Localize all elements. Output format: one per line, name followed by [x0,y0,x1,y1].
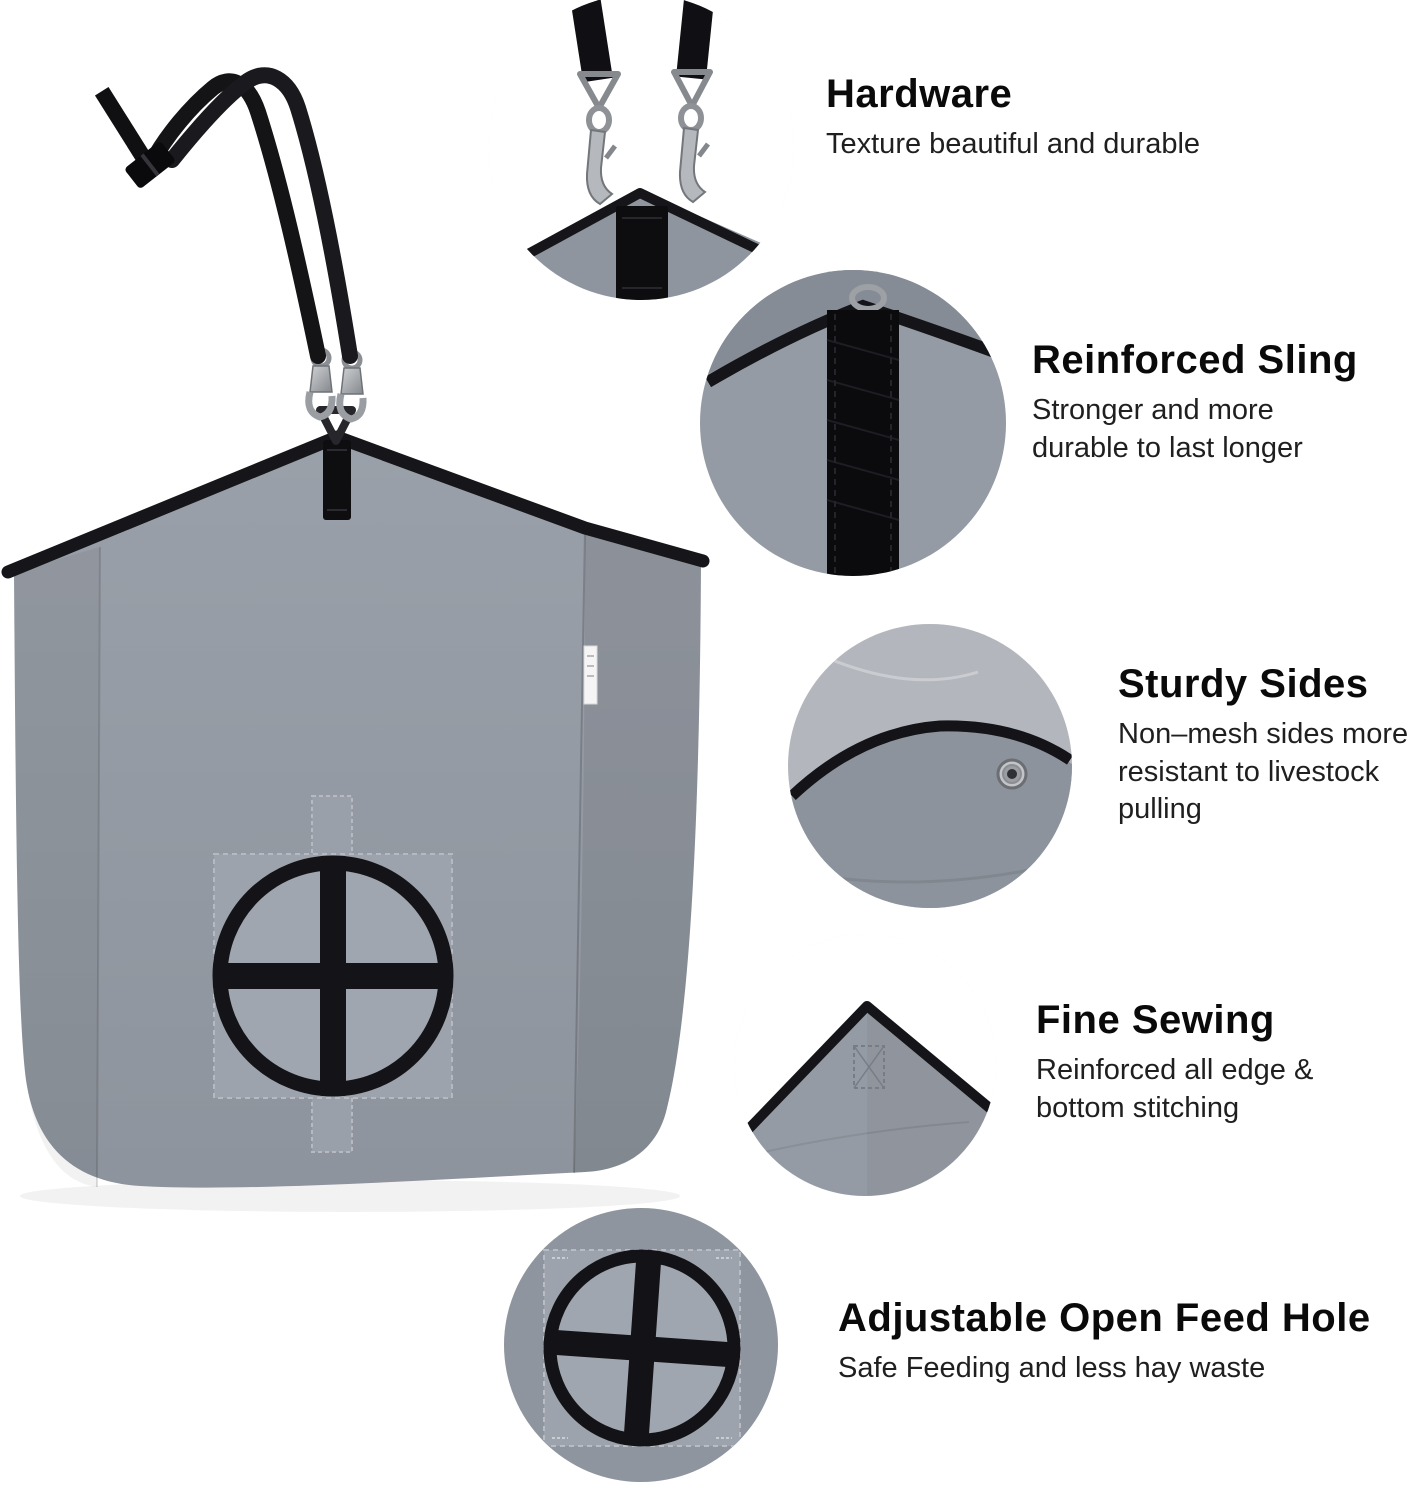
sturdy-sides-closeup-photo [788,624,1072,908]
stitch-mark [853,1045,885,1089]
feature-desc: Reinforced all edge & bottom stitching [1036,1054,1314,1124]
feature-sturdy-sides: Sturdy Sides Non–mesh sides more resista… [1118,662,1408,829]
feature-desc: Stronger and more durable to last longer [1032,394,1303,464]
reinforced-sling-closeup-photo [700,270,1006,576]
bolt-snap-right [678,103,710,204]
hay-bag-photo [1,67,710,1212]
feature-desc: Safe Feeding and less hay waste [838,1352,1266,1384]
feature-fine-sewing: Fine Sewing Reinforced all edge & bottom… [1036,998,1313,1127]
feature-adjustable-feed-hole: Adjustable Open Feed Hole Safe Feeding a… [838,1296,1371,1388]
ground-shadow [20,1180,680,1212]
feed-hole-closeup-photo [504,1208,778,1482]
carry-straps [94,67,358,364]
bag-body [14,439,701,1188]
feature-title: Sturdy Sides [1118,662,1369,706]
feature-desc: Non–mesh sides more resistant to livesto… [1118,718,1409,826]
bolt-snap-left [585,105,617,206]
snap-hook-right [336,349,367,423]
fine-sewing-closeup-photo [734,934,996,1196]
feed-hole [212,795,454,1153]
feature-title: Adjustable Open Feed Hole [838,1296,1371,1340]
attachment-loop [316,406,356,445]
feature-desc: Texture beautiful and durable [826,128,1201,160]
feature-title: Fine Sewing [1036,998,1275,1042]
feature-title: Reinforced Sling [1032,338,1358,382]
top-edge-trim [1,430,710,579]
feature-title: Hardware [826,72,1013,116]
feature-hardware: Hardware Texture beautiful and durable [826,72,1200,164]
hardware-closeup-photo [488,0,794,300]
feed-hole-cross [543,1249,741,1447]
grommet [996,758,1028,790]
peak-tab [323,440,351,520]
feature-reinforced-sling: Reinforced Sling Stronger and more durab… [1032,338,1358,467]
strap-adjuster-buckle [125,142,175,188]
brand-tag [583,645,598,705]
sling-strap [826,310,900,576]
